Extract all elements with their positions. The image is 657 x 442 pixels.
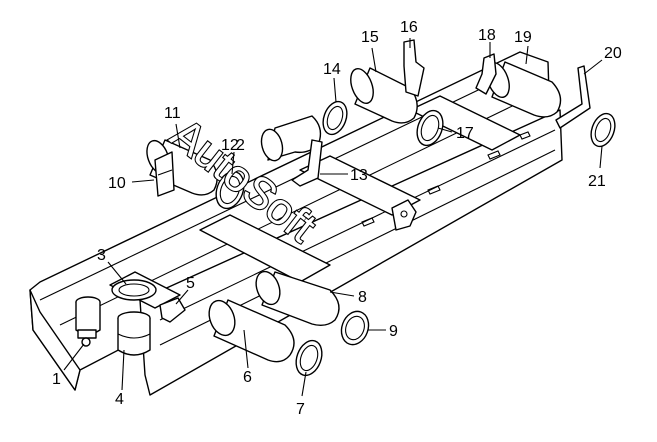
bracket-13 xyxy=(291,139,323,187)
label-1: 1 xyxy=(52,371,61,388)
tank-8 xyxy=(255,270,340,327)
bracket-5 xyxy=(159,297,186,323)
tank-6 xyxy=(208,299,295,363)
label-9: 9 xyxy=(389,323,398,340)
label-2: 2 xyxy=(236,137,245,154)
chamber-4 xyxy=(117,311,151,356)
label-14: 14 xyxy=(323,61,341,78)
clamp-ring-17 xyxy=(416,109,444,147)
bracket-10 xyxy=(154,151,175,197)
leader-lines xyxy=(63,38,603,397)
label-12: 12 xyxy=(221,137,239,154)
clamp-ring-12 xyxy=(215,170,245,210)
label-18: 18 xyxy=(478,27,496,44)
clamp-ring-7 xyxy=(295,339,323,377)
label-16: 16 xyxy=(400,19,418,36)
label-5: 5 xyxy=(186,275,195,292)
label-8: 8 xyxy=(358,289,367,306)
label-21: 21 xyxy=(588,173,606,190)
clamp-ring-14 xyxy=(322,100,348,136)
tank-15 xyxy=(350,67,418,124)
tank-middle xyxy=(260,115,322,162)
label-19: 19 xyxy=(514,29,532,46)
label-4: 4 xyxy=(115,391,124,408)
label-20: 20 xyxy=(604,45,622,62)
tank-19 xyxy=(486,61,562,118)
clamp-ring-3 xyxy=(111,279,157,301)
valve-1 xyxy=(75,296,101,347)
label-13: 13 xyxy=(350,167,368,184)
label-6: 6 xyxy=(243,369,252,386)
label-3: 3 xyxy=(97,247,106,264)
bracket-16 xyxy=(403,39,425,97)
label-11: 11 xyxy=(164,105,181,122)
clamp-ring-21 xyxy=(590,112,616,148)
callout-labels: 1 2 3 4 5 6 7 8 9 10 11 12 13 14 15 16 1… xyxy=(52,19,622,418)
label-7: 7 xyxy=(296,401,305,418)
label-17: 17 xyxy=(456,125,474,142)
label-15: 15 xyxy=(361,29,379,46)
bracket-20 xyxy=(555,65,591,129)
label-10: 10 xyxy=(108,175,126,192)
clamp-ring-9 xyxy=(340,310,370,346)
bracket-18 xyxy=(475,53,497,95)
